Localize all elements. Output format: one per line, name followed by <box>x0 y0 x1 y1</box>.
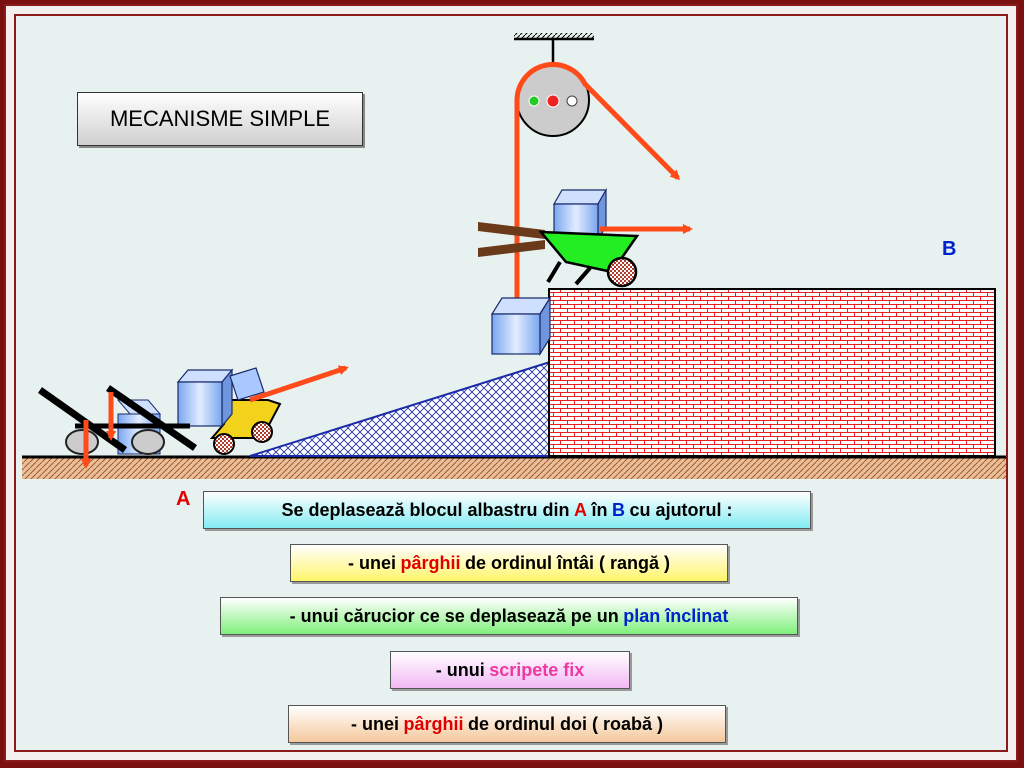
block-icon <box>490 295 552 357</box>
caption-incline-highlight: plan înclinat <box>623 605 729 626</box>
point-b-label: B <box>942 238 957 260</box>
caption-lever2-pre: - unei <box>350 713 399 734</box>
caption-intro-b: B <box>612 499 626 520</box>
brick-wall-icon <box>548 288 996 457</box>
caption-lever-first-order: - unei pârghii de ordinul întâi ( rangă … <box>290 544 728 582</box>
caption-intro-post: cu ajutorul : <box>629 499 733 520</box>
caption-inclined-plane: - unui cărucior ce se deplasează pe un p… <box>220 597 798 635</box>
page-title: MECANISME SIMPLE <box>77 92 363 146</box>
caption-intro: Se deplasează blocul albastru din A în B… <box>203 491 811 529</box>
caption-pulley-pre: - unui <box>435 659 485 680</box>
caption-lever1-post: de ordinul întâi ( rangă ) <box>465 552 671 573</box>
wheelbarrow-icon <box>478 187 693 288</box>
caption-intro-pre: Se deplasează blocul albastru din <box>281 499 570 520</box>
caption-intro-mid: în <box>591 499 608 520</box>
crowbar-lever-icon <box>37 385 197 469</box>
ramp-icon <box>249 360 551 457</box>
caption-lever2-highlight: pârghii <box>403 713 464 734</box>
caption-fixed-pulley: - unui scripete fix <box>390 651 630 689</box>
caption-lever1-highlight: pârghii <box>400 552 461 573</box>
ground <box>22 455 1006 479</box>
pulley-icon <box>514 33 681 305</box>
caption-lever-second-order: - unei pârghii de ordinul doi ( roabă ) <box>288 705 726 743</box>
caption-lever1-pre: - unei <box>347 552 396 573</box>
caption-lever2-post: de ordinul doi ( roabă ) <box>468 713 663 734</box>
point-a-label: A <box>176 488 191 510</box>
caption-intro-a: A <box>574 499 588 520</box>
cart-icon <box>176 365 349 455</box>
caption-incline-pre: - unui cărucior ce se deplasează pe un <box>289 605 619 626</box>
caption-pulley-highlight: scripete fix <box>489 659 585 680</box>
